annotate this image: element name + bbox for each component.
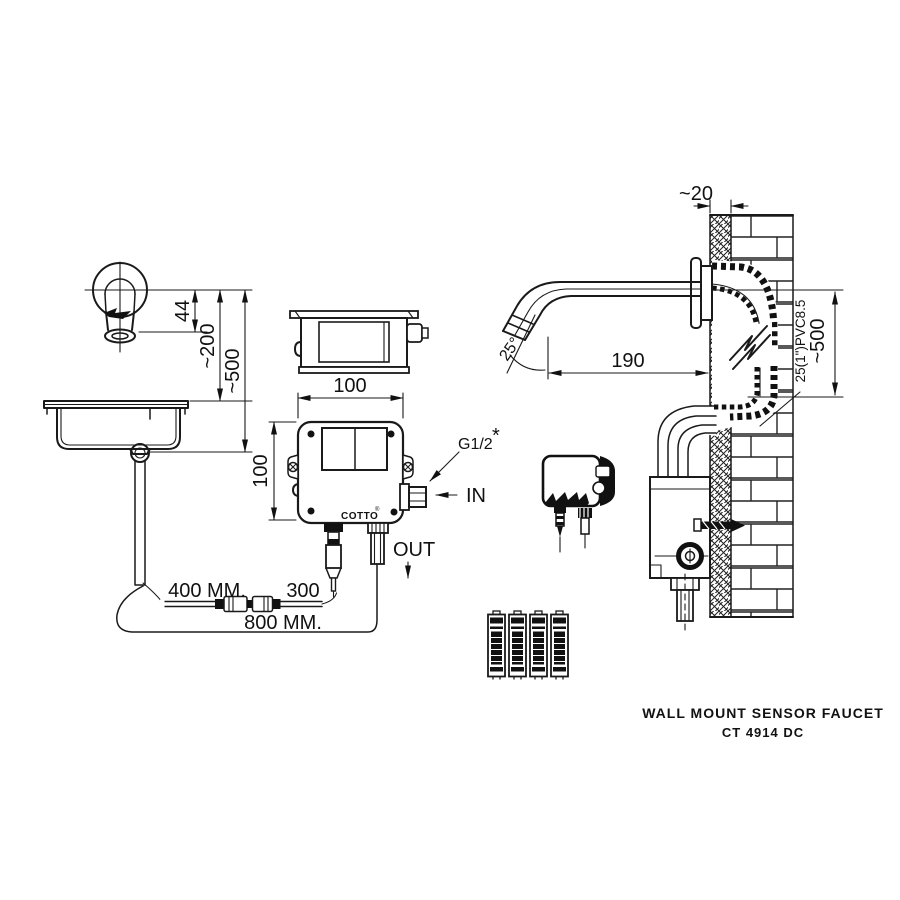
title-block: WALL MOUNT SENSOR FAUCET CT 4914 DC: [642, 705, 884, 740]
hose-300-label: 300: [286, 580, 319, 602]
outlet-hose-800: [116, 564, 378, 633]
pipe-spec-label: 25(1")PVC8.5: [793, 300, 808, 383]
iso-outlet-pipe: [578, 508, 592, 549]
escutcheon-side: [690, 257, 702, 329]
sensor-plug: [324, 523, 343, 598]
faucet-front-view: [84, 261, 159, 353]
control-box-top-view: [289, 310, 429, 374]
control-box-iso-view: [541, 454, 615, 553]
dim-reach-label: 190: [611, 350, 644, 372]
sensor-window-mark: [104, 308, 131, 319]
brand-logo: COTTO: [341, 511, 378, 522]
dim-angle-label: 25°: [496, 335, 524, 365]
inlet-port: [408, 486, 427, 508]
control-box-front-view: COTTO ® 100 100 G1/2: [250, 375, 500, 598]
inlet-note-asterisk: *: [492, 425, 500, 447]
outlet-pipe: [367, 522, 389, 565]
inlet-thread-label: G1/2: [458, 436, 493, 453]
drain-pipe: [134, 460, 146, 586]
front-view-dimensions: 44 ~200 ~500: [138, 289, 253, 453]
dim-44-label: 44: [172, 300, 194, 322]
dim-200-label: ~200: [197, 323, 219, 368]
dim-mount-height-label: ~500: [807, 318, 829, 363]
iso-sensor-plug: [554, 506, 566, 553]
dim-500-label: ~500: [222, 348, 244, 393]
drawing-title: WALL MOUNT SENSOR FAUCET: [642, 705, 884, 721]
hose-routing-diagram: 400 MM. 300 800 MM.: [116, 564, 378, 634]
control-box-side-view: [649, 476, 745, 631]
iso-dial: [592, 481, 606, 495]
dim-100-width-label: 100: [333, 375, 366, 397]
aa-battery-icon: [487, 610, 506, 681]
outlet-flow-label: OUT: [393, 539, 435, 561]
model-number: CT 4914 DC: [722, 725, 804, 740]
inlet-port-top: [406, 323, 423, 343]
hose-800-label: 800 MM.: [244, 612, 322, 634]
dim-wall-thickness-label: ~20: [679, 183, 713, 205]
battery-set: [487, 610, 569, 681]
faucet-side-view: 25° 190 25(1")PVC8.5 ~500: [496, 257, 844, 478]
aa-battery-icon: [508, 610, 527, 681]
hose-connector: [251, 595, 274, 613]
aa-battery-icon: [550, 610, 569, 681]
aa-battery-icon: [529, 610, 548, 681]
inlet-flow-label: IN: [466, 485, 486, 507]
hose-400-label: 400 MM.: [168, 580, 246, 602]
dim-100-height-label: 100: [250, 454, 272, 487]
sink-front-view: [43, 400, 189, 586]
brand-registered-mark: ®: [375, 506, 380, 513]
spout-side: [502, 281, 702, 332]
anchor-screw: [701, 521, 731, 529]
